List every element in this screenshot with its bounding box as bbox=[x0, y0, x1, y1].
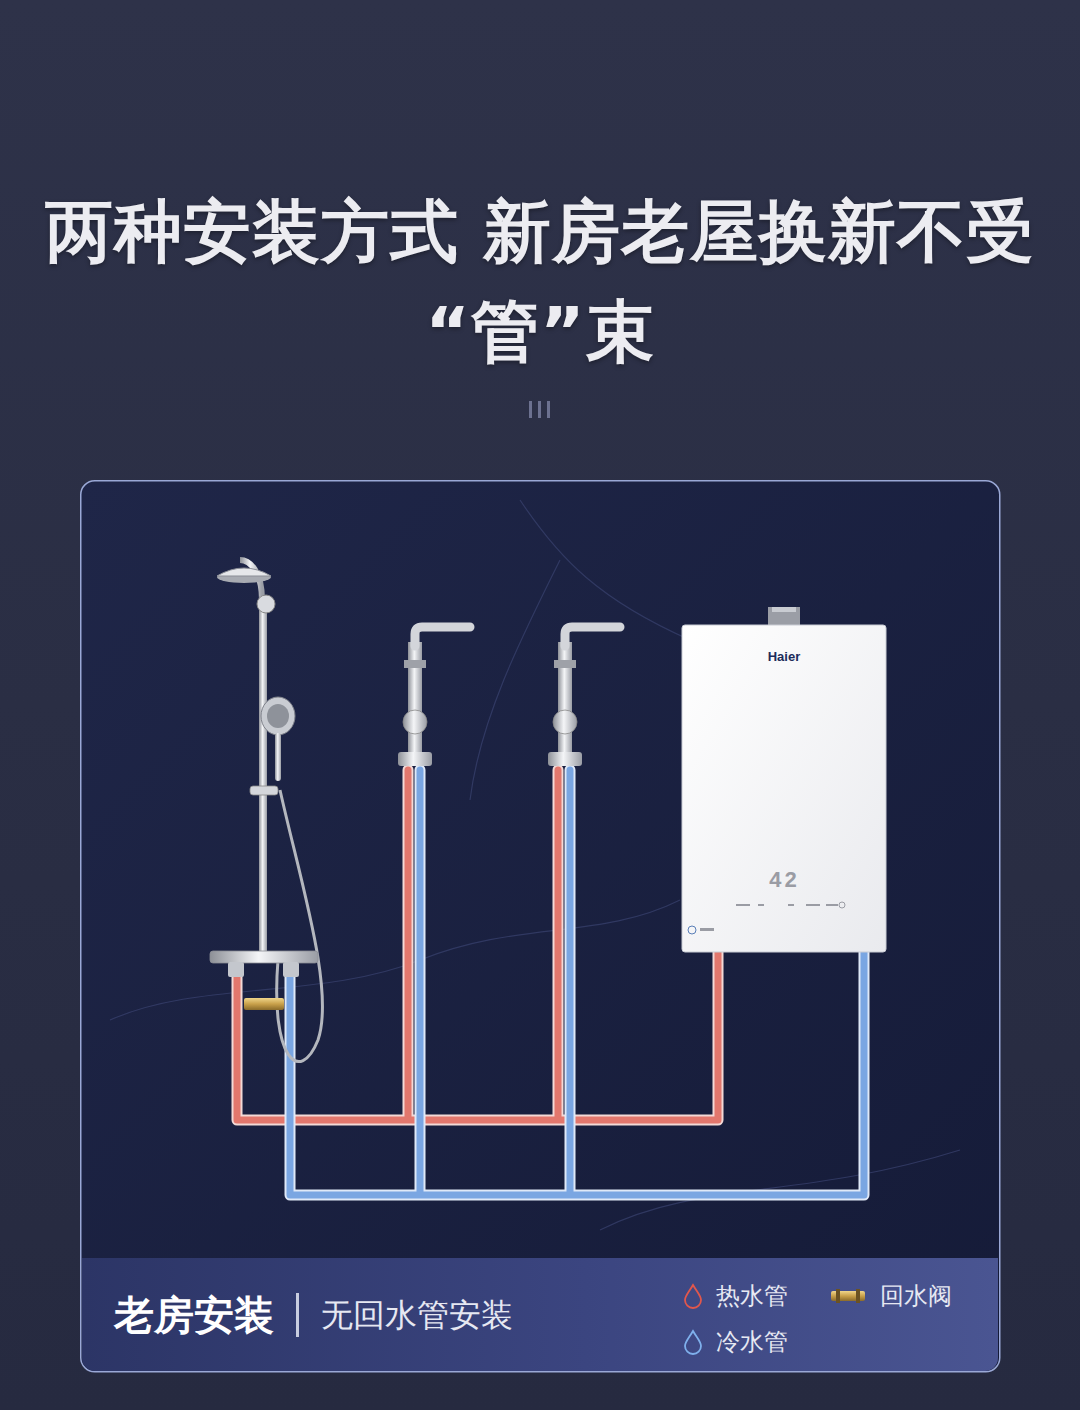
legend-item: 回水阀 bbox=[828, 1280, 952, 1312]
return-valve bbox=[244, 998, 284, 1010]
legend-item: 热水管 bbox=[682, 1280, 788, 1312]
faucet bbox=[548, 627, 620, 766]
legend-text: 热水管 bbox=[716, 1280, 788, 1312]
caption-band: 老房安装无回水管安装 bbox=[82, 1258, 998, 1371]
water-heater bbox=[682, 607, 886, 952]
faucet bbox=[398, 627, 470, 766]
legend-text: 回水阀 bbox=[880, 1280, 952, 1312]
drop-swatch bbox=[682, 1281, 704, 1311]
water-heater-box: Haier 42 bbox=[682, 625, 886, 952]
drop-swatch bbox=[682, 1327, 704, 1357]
divider-mark bbox=[529, 401, 550, 418]
band-heading: 老房安装 bbox=[114, 1293, 274, 1337]
temperature-display: 42 bbox=[682, 869, 886, 894]
legend-text: 冷水管 bbox=[716, 1326, 788, 1358]
shower-set bbox=[210, 560, 323, 1062]
panel-card bbox=[81, 481, 1000, 1372]
band-subtitle: 无回水管安装 bbox=[296, 1293, 513, 1337]
valve-swatch bbox=[828, 1281, 868, 1311]
legend-item: 冷水管 bbox=[682, 1326, 788, 1358]
brand-logo: Haier bbox=[682, 649, 886, 664]
page-title: 两种安装方式 新房老屋换新不受“管”束 bbox=[40, 182, 1040, 382]
marble-veins bbox=[110, 500, 960, 1230]
hot-pipe bbox=[237, 770, 718, 1120]
